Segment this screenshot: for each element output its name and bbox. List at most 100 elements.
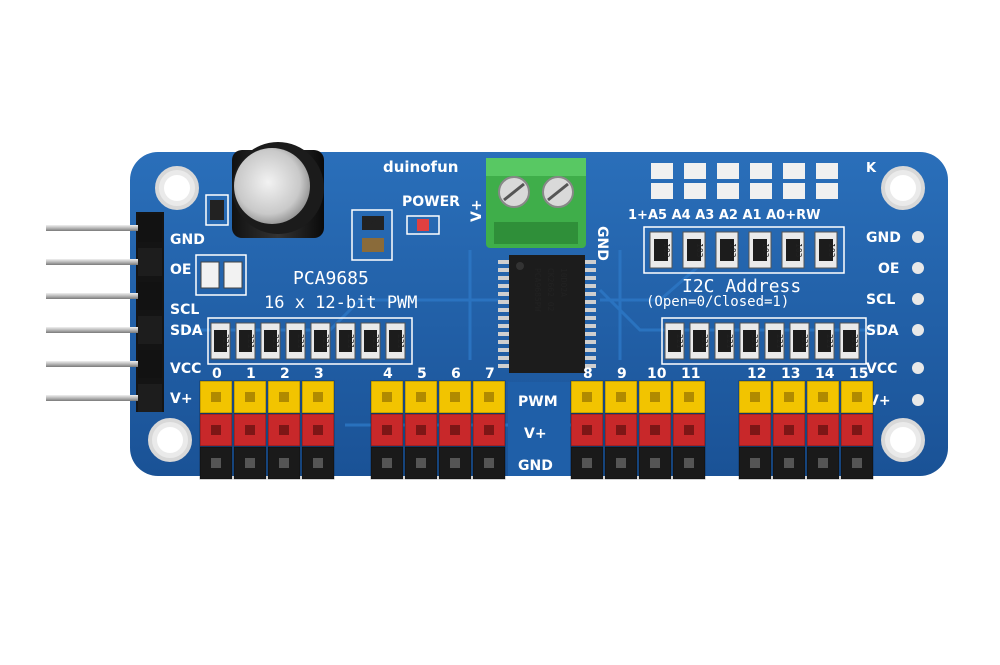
channel-number: 4 — [383, 366, 393, 382]
resistor-code: 221 — [775, 334, 784, 349]
servo-header-pin-tip — [211, 392, 221, 402]
ic-pin — [583, 364, 596, 368]
servo-header-pin-tip — [279, 425, 289, 435]
jumper-pad — [651, 163, 673, 179]
address-subtitle: (Open=0/Closed=1) — [646, 294, 789, 310]
right-label-gnd: GND — [866, 230, 901, 246]
servo-header-pin-tip — [784, 392, 794, 402]
resistor-code: 221 — [825, 334, 834, 349]
resistor-body — [786, 239, 800, 261]
servo-header-pin-tip — [650, 458, 660, 468]
header-pin — [46, 259, 150, 265]
ic-pin — [498, 284, 511, 288]
row-label-vplus: V+ — [524, 426, 547, 442]
servo-header-pin-tip — [616, 425, 626, 435]
channel-number: 1 — [246, 366, 256, 382]
jumper-pad — [783, 163, 805, 179]
ic-pin — [583, 268, 596, 272]
channel-number: 10 — [647, 366, 667, 382]
servo-header-pin-tip — [245, 458, 255, 468]
resistor-code: 221 — [271, 334, 280, 349]
ic-pin — [583, 284, 596, 288]
jumper-pad — [816, 163, 838, 179]
ic-pin — [583, 340, 596, 344]
channel-number: 11 — [681, 366, 700, 382]
ic-pin — [498, 364, 511, 368]
left-label-scl: SCL — [170, 302, 199, 318]
servo-header-pin-tip — [279, 458, 289, 468]
header-pin — [46, 395, 150, 401]
address-jumpers — [651, 163, 838, 199]
servo-header-pin-tip — [450, 392, 460, 402]
servo-header-pin-tip — [313, 458, 323, 468]
resistor-body — [720, 239, 734, 261]
jumper-pad — [684, 183, 706, 199]
address-bit-labels: 1+A5 A4 A3 A2 A1 A0+RW — [628, 208, 820, 223]
channel-number: 2 — [280, 366, 290, 382]
header-pin — [46, 361, 150, 367]
resistor-code: 221 — [246, 334, 255, 349]
servo-header-pin-tip — [684, 392, 694, 402]
ic-marking-1: PCA9685PW — [533, 268, 542, 312]
resistor-body — [743, 330, 756, 352]
servo-header-pin-tip — [484, 392, 494, 402]
resistor-body — [819, 239, 833, 261]
jumper-pad — [750, 183, 772, 199]
row-label-bar — [508, 382, 570, 476]
left-label-oe: OE — [170, 262, 191, 278]
servo-header-pin-tip — [852, 458, 862, 468]
power-label: POWER — [402, 194, 460, 210]
resistor-code: 221 — [675, 334, 684, 349]
jumper-pad — [651, 183, 673, 199]
terminal-vplus-label: V+ — [469, 199, 485, 222]
ic-pin — [498, 332, 511, 336]
resistor-body — [339, 330, 352, 352]
resistor-body — [687, 239, 701, 261]
right-label-oe: OE — [878, 261, 899, 277]
ic-pin — [583, 316, 596, 320]
servo-header-pin-tip — [211, 458, 221, 468]
servo-header-pin-tip — [582, 392, 592, 402]
servo-header-pin-tip — [582, 425, 592, 435]
resistor-code: 103 — [794, 243, 803, 258]
right-label-vcc: VCC — [866, 361, 897, 377]
resistor-body — [753, 239, 767, 261]
ic-marking-2: CK2662 02 — [546, 268, 555, 312]
ic-pin — [498, 308, 511, 312]
resistor-code: 221 — [321, 334, 330, 349]
ic-pin — [583, 292, 596, 296]
ic-pin — [498, 276, 511, 280]
subtitle-label: 16 x 12-bit PWM — [264, 293, 418, 313]
row-label-pwm: PWM — [518, 394, 558, 410]
resistor-code: 103 — [827, 243, 836, 258]
right-pins: GND OE SCL SDA VCC V+ — [866, 230, 924, 409]
header-pin-housing — [138, 350, 162, 378]
servo-header-pin — [472, 380, 506, 414]
resistor-code: 221 — [700, 334, 709, 349]
left-label-gnd: GND — [170, 232, 205, 248]
channel-number: 0 — [212, 366, 222, 382]
resistor-code: 221 — [725, 334, 734, 349]
resistor-body — [654, 239, 668, 261]
ic-pin — [583, 276, 596, 280]
header-pin-housing — [138, 248, 162, 276]
servo-header-pin-tip — [484, 425, 494, 435]
servo-header-pin-tip — [684, 458, 694, 468]
resistor-code: 103 — [695, 243, 704, 258]
right-label-sda: SDA — [866, 323, 899, 339]
servo-header-pin-tip — [750, 458, 760, 468]
ic-pin — [583, 300, 596, 304]
ic-pin — [498, 340, 511, 344]
resistor-code: 221 — [346, 334, 355, 349]
resistor-code: 221 — [221, 334, 230, 349]
address-title: I2C Address — [682, 276, 801, 297]
servo-header-pin-tip — [313, 392, 323, 402]
brand-label: duinofun — [383, 158, 458, 176]
channel-number: 7 — [485, 366, 495, 382]
jumper-pad — [717, 163, 739, 179]
pca9685-chip: PCA9685PW CK2662 02 10D02A — [498, 255, 596, 373]
servo-header-pin-tip — [245, 392, 255, 402]
